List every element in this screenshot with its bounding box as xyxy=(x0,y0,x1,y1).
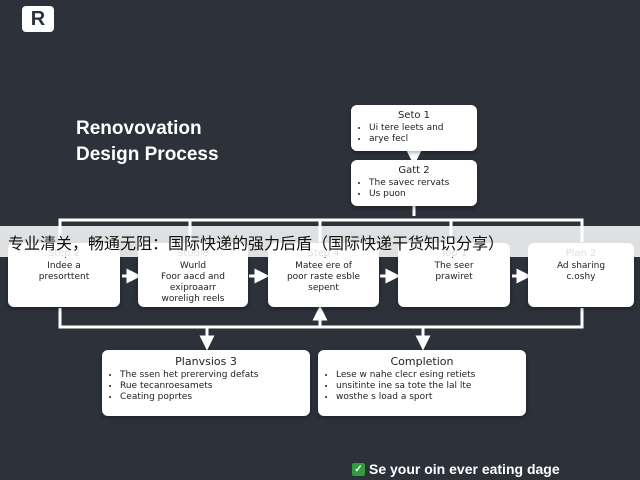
brand-logo: R xyxy=(22,6,54,32)
title-line-2: Design Process xyxy=(76,144,219,165)
node-heading: Planvsios 3 xyxy=(175,355,237,368)
node-text: sepent xyxy=(308,283,339,293)
overlay-banner: 专业清关，畅通无阻：国际快递的强力后盾（国际快递干货知识分享） xyxy=(0,226,640,257)
logo-letter: R xyxy=(30,7,46,30)
node-text: woreligh reels xyxy=(161,294,225,304)
node-heading: Gatt 2 xyxy=(398,165,430,176)
node-bullet: Rue tecanroesamets xyxy=(120,381,310,392)
banner-text: 专业清关，畅通无阻：国际快递的强力后盾（国际快递干货知识分享） xyxy=(8,233,505,253)
node-heading: Seto 1 xyxy=(397,110,431,121)
node-text: Indee a xyxy=(47,261,81,271)
node-bullet: Lese w nahe clecr esing retiets xyxy=(336,370,526,381)
node-text: presorttent xyxy=(38,272,90,282)
node-subheading: Wurld xyxy=(179,261,207,271)
node-bullet: The savec rervats xyxy=(369,178,477,189)
footer-caption: ✓ Se your oin ever eating dage xyxy=(352,461,560,477)
node-seto-1: Seto 1 Ui tere leets and arye fecl xyxy=(351,105,477,151)
node-bullet: arye fecl xyxy=(369,134,477,145)
node-text: exiproaarr xyxy=(169,283,217,293)
title-line-1: Renovovation xyxy=(76,118,202,139)
node-gatt-2: Gatt 2 The savec rervats Us puon xyxy=(351,160,477,206)
node-bullet: Ui tere leets and xyxy=(369,123,477,134)
node-text: Ad sharing xyxy=(556,261,606,271)
node-text: prawiret xyxy=(435,272,473,282)
node-text: c.oshy xyxy=(566,272,596,282)
diagram-title: Renovovation Design Process xyxy=(76,116,219,168)
node-text: The seer xyxy=(434,261,474,271)
node-heading: Completion xyxy=(390,355,454,368)
node-bullet: Us puon xyxy=(369,189,477,200)
node-bullet: wosthe s load a sport xyxy=(336,392,526,403)
node-text: Matee ere of xyxy=(295,261,352,271)
check-icon: ✓ xyxy=(352,462,365,476)
node-planvsios-3: Planvsios 3 The ssen het prererving defa… xyxy=(102,350,310,416)
node-bullet: unsitinte ine sa tote the lal lte xyxy=(336,381,526,392)
node-bullet: Ceating poprtes xyxy=(120,392,310,403)
node-completion: Completion Lese w nahe clecr esing retie… xyxy=(318,350,526,416)
node-text: poor raste esble xyxy=(286,272,361,282)
node-bullet: The ssen het prererving defats xyxy=(120,370,310,381)
node-text: Foor aacd and xyxy=(161,272,225,282)
footer-text: Se your oin ever eating dage xyxy=(369,461,560,477)
